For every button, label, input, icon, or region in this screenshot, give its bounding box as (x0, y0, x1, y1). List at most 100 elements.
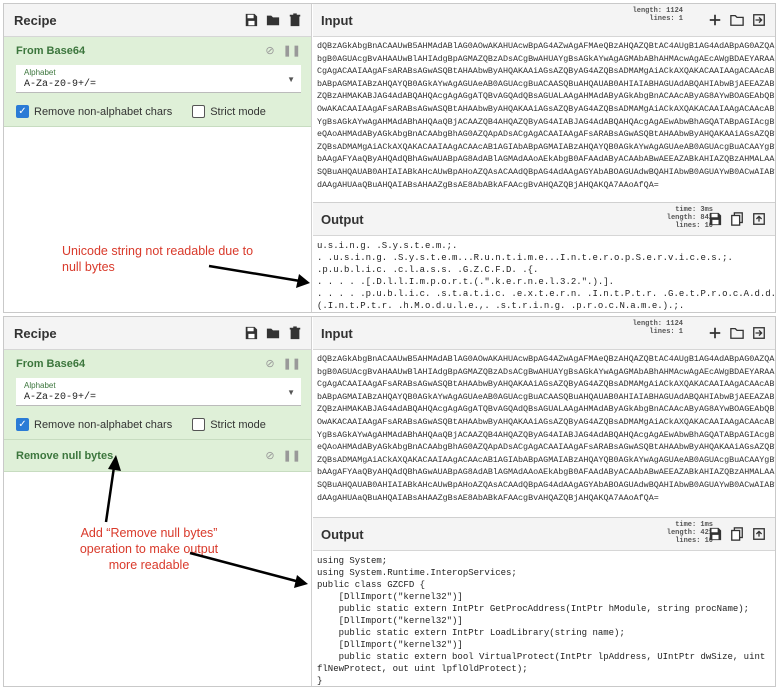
plus-icon[interactable] (707, 325, 723, 341)
replace-input-icon[interactable] (751, 526, 767, 542)
input-title: Input (321, 325, 353, 341)
input-line: dQBzAGkAbgBnACAAUwB5AHMAdABlAG0AOwAKAHUA… (317, 41, 775, 51)
pause-icon[interactable]: ❚❚ (282, 45, 301, 57)
input-header: Input length: 1124 lines: 1 (313, 4, 775, 37)
operation-remove-null-bytes[interactable]: Remove null bytes ⊘ ❚❚ (4, 440, 311, 472)
input-line: eQAoAHMAdAByAGkAbgBnACAAbgBhAG0AZQApADsA… (317, 129, 775, 140)
output-line: [DllImport("kernel32")] (317, 592, 463, 602)
new-window-icon[interactable] (729, 325, 745, 341)
output-line: public static extern IntPtr LoadLibrary(… (317, 628, 625, 638)
remove-non-alphabet-checkbox[interactable]: ✓ (16, 105, 29, 118)
input-title: Input (321, 12, 353, 28)
copy-icon[interactable] (729, 526, 745, 542)
folder-icon[interactable] (265, 12, 281, 28)
input-line: SQBuAHQAUAB0AHIAIABkAHcAUwBpAHoAZQAsACAA… (317, 166, 775, 177)
recipe-header: Recipe (4, 4, 311, 37)
input-line: bAAgAFYAaQByAHQAdQBhAGwAUABpAG8AdABlAGMA… (317, 467, 775, 478)
output-line: public static extern bool VirtualProtect… (317, 652, 766, 662)
alphabet-value: A-Za-z0-9+/= (24, 79, 97, 90)
strict-mode-checkbox[interactable] (192, 105, 206, 118)
new-window-icon[interactable] (729, 12, 745, 28)
disable-icon[interactable]: ⊘ (265, 450, 275, 462)
remove-non-alphabet-option[interactable]: ✓ Remove non-alphabet chars (16, 418, 172, 431)
output-line: [DllImport("kernel32")] (317, 616, 463, 626)
input-line: bgB0AGUAcgBvAHAAUwBlAHIAdgBpAGMAZQBzADsA… (317, 53, 775, 64)
input-line: bgB0AGUAcgBvAHAAUwBlAHIAdgBpAGMAZQBzADsA… (317, 366, 775, 377)
strict-mode-checkbox[interactable] (192, 418, 206, 431)
input-lines: lines: 1 (649, 15, 683, 23)
input-line: dQBzAGkAbgBnACAAUwB5AHMAdABlAG0AOwAKAHUA… (317, 354, 775, 364)
input-pane: Input length: 1124 lines: 1 dQBzAGkAbgBn… (313, 4, 775, 199)
output-stats: time: 3ms length: 842 lines: 10 (667, 206, 713, 230)
input-text[interactable]: dQBzAGkAbgBnACAAUwB5AHMAdABlAG0AOwAKAHUA… (313, 350, 775, 507)
output-text[interactable]: u.s.i.n.g. .S.y.s.t.e.m.;.. .u.s.i.n.g. … (313, 236, 775, 313)
output-time: time: 1ms (675, 521, 713, 529)
alphabet-select[interactable]: Alphabet A-Za-z0-9+/= ▼ (16, 65, 301, 93)
import-icon[interactable] (751, 12, 767, 28)
strict-mode-option[interactable]: Strict mode (192, 418, 266, 431)
replace-input-icon[interactable] (751, 211, 767, 227)
plus-icon[interactable] (707, 12, 723, 28)
output-length: length: 421 (666, 529, 713, 537)
input-pane: Input length: 1124 lines: 1 dQBzAGkAbgBn… (313, 317, 775, 514)
operation-title: From Base64 (16, 45, 86, 57)
output-lines: lines: 10 (675, 222, 713, 230)
recipe-pane: Recipe From Base64 ⊘ ❚❚ Alphabet A-Za-z0… (4, 317, 312, 686)
remove-non-alphabet-label: Remove non-alphabet chars (34, 418, 173, 431)
operation-from-base64[interactable]: From Base64 ⊘ ❚❚ Alphabet A-Za-z0-9+/= ▼… (4, 37, 311, 127)
output-line: [DllImport("kernel32")] (317, 640, 463, 650)
input-line: OwAKACAAIAAgAFsARABsAGwASQBtAHAAbwByAHQA… (317, 416, 775, 427)
save-icon[interactable] (243, 12, 259, 28)
input-line: ZQBsADMAMgAiACkAXQAKACAAIAAgACAAcAB1AGIA… (317, 454, 775, 465)
operation-from-base64[interactable]: From Base64 ⊘ ❚❚ Alphabet A-Za-z0-9+/= ▼… (4, 350, 311, 440)
output-line: public static extern IntPtr GetProcAddre… (317, 604, 750, 614)
recipe-title: Recipe (14, 325, 57, 341)
recipe-title: Recipe (14, 12, 57, 28)
save-icon[interactable] (243, 325, 259, 341)
annotation-text: Unicode string not readable due to null … (62, 244, 254, 274)
chevron-down-icon: ▼ (287, 388, 295, 397)
import-icon[interactable] (751, 325, 767, 341)
alphabet-value: A-Za-z0-9+/= (24, 392, 97, 403)
output-text[interactable]: using System; using System.Runtime.Intero… (313, 551, 775, 686)
disable-icon[interactable]: ⊘ (265, 358, 275, 370)
annotation-text: Add “Remove null bytes” operation to mak… (79, 526, 219, 572)
remove-non-alphabet-checkbox[interactable]: ✓ (16, 418, 29, 431)
output-line: using System; (317, 556, 388, 566)
remove-non-alphabet-label: Remove non-alphabet chars (34, 105, 173, 118)
output-header: Output time: 3ms length: 842 lines: 10 (313, 203, 775, 236)
cyberchef-window-before: Recipe From Base64 ⊘ ❚❚ Alphabet A-Za-z0… (3, 3, 776, 313)
strict-mode-option[interactable]: Strict mode (192, 105, 266, 118)
input-line: SQBuAHQAUAB0AHIAIABkAHcAUwBpAHoAZQAsACAA… (317, 479, 775, 490)
save-icon[interactable] (707, 526, 723, 542)
output-line: using System.Runtime.InteropServices; (317, 568, 517, 578)
folder-icon[interactable] (265, 325, 281, 341)
recipe-pane: Recipe From Base64 ⊘ ❚❚ Alphabet A-Za-z0… (4, 4, 312, 312)
trash-icon[interactable] (287, 325, 303, 341)
pause-icon[interactable]: ❚❚ (282, 450, 301, 462)
remove-non-alphabet-option[interactable]: ✓ Remove non-alphabet chars (16, 105, 172, 118)
input-lines: lines: 1 (649, 328, 683, 336)
input-stats: length: 1124 lines: 1 (633, 7, 683, 23)
save-icon[interactable] (707, 211, 723, 227)
disable-icon[interactable]: ⊘ (265, 45, 275, 57)
cyberchef-window-after: Recipe From Base64 ⊘ ❚❚ Alphabet A-Za-z0… (3, 316, 776, 687)
input-line: CgAgACAAIAAgAFsARABsAGwASQBtAHAAbwByAHQA… (317, 379, 775, 390)
output-time: time: 3ms (675, 206, 713, 214)
strict-mode-label: Strict mode (210, 105, 266, 118)
alphabet-select[interactable]: Alphabet A-Za-z0-9+/= ▼ (16, 378, 301, 406)
trash-icon[interactable] (287, 12, 303, 28)
input-line: ZQBzAHMAKABJAG4AdABQAHQAcgAgAGgATQBvAGQA… (317, 91, 775, 102)
output-line: .p.u.b.l.i.c. .c.l.a.s.s. .G.Z.C.F.D. .{… (317, 265, 539, 275)
copy-icon[interactable] (729, 211, 745, 227)
input-line: bAAgAFYAaQByAHQAdQBhAGwAUABpAG8AdABlAGMA… (317, 154, 775, 165)
input-text[interactable]: dQBzAGkAbgBnACAAUwB5AHMAdABlAG0AOwAKAHUA… (313, 37, 775, 194)
output-line: . .u.s.i.n.g. .S.y.s.t.e.m...R.u.n.t.i.m… (317, 253, 733, 263)
output-line: . . . . .[.D.l.l.I.m.p.o.r.t.(.".k.e.r.n… (317, 277, 615, 287)
output-title: Output (321, 211, 364, 227)
alphabet-label: Alphabet (24, 68, 56, 77)
output-line: . . . . .[.D.l.l.I.m.p.o.r.t.(.".k.e.r.n… (317, 312, 771, 313)
output-pane: Output time: 1ms length: 421 lines: 10 u… (313, 517, 775, 686)
pause-icon[interactable]: ❚❚ (282, 358, 301, 370)
output-line: } (317, 676, 323, 686)
